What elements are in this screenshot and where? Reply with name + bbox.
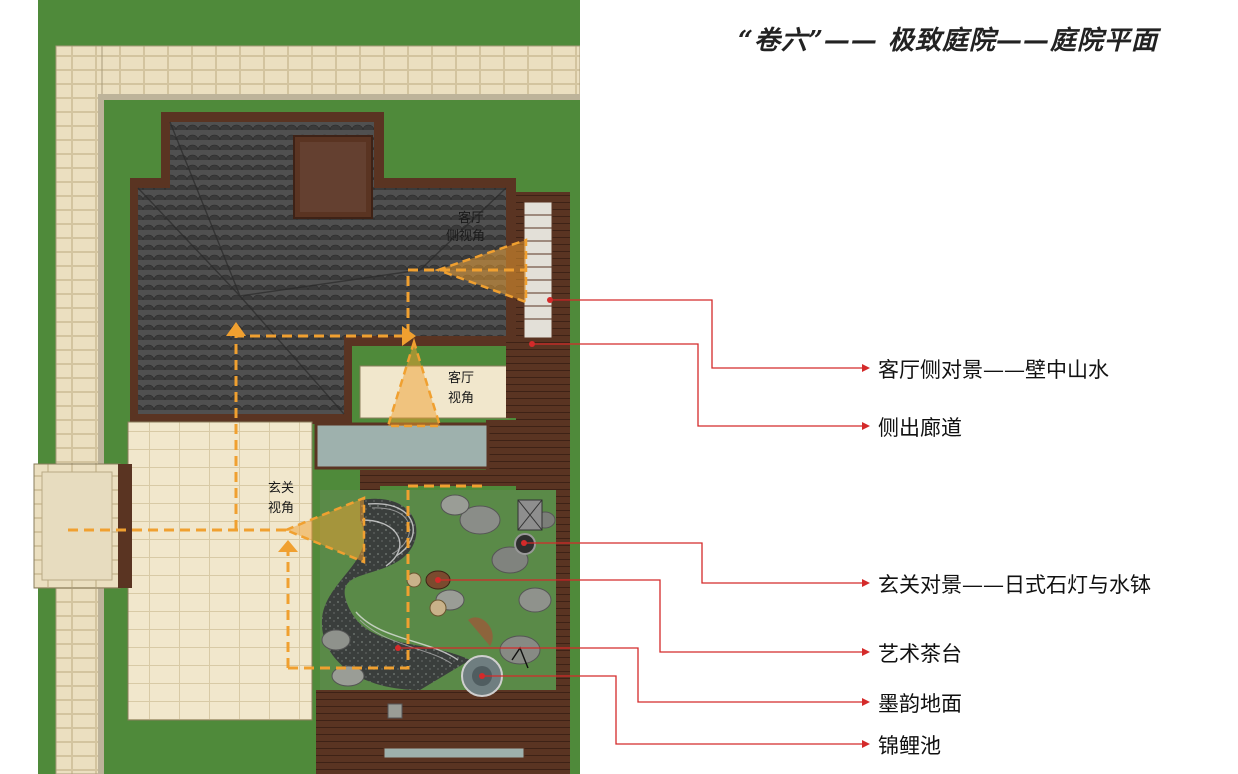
living-side-view-label-1: 客厅	[458, 210, 484, 226]
living-view-label-2: 视角	[448, 391, 474, 406]
leader-wall-landscape	[550, 299, 862, 369]
living-side-view-label-2: 侧视角	[446, 229, 485, 244]
entrance-paving	[127, 421, 313, 721]
callout-side-corridor: 侧出廊道	[878, 416, 962, 440]
tea-table-icon	[425, 570, 451, 590]
water-basin-icon	[514, 533, 536, 555]
view-cones	[282, 238, 528, 564]
callout-wall-landscape: 客厅侧对景——壁中山水	[878, 358, 1109, 382]
entry-view-label-1: 玄关	[268, 481, 294, 496]
perimeter-path	[33, 45, 580, 774]
leader-side-corridor	[532, 343, 862, 427]
house-roof	[130, 112, 520, 424]
reflecting-pool	[314, 422, 490, 470]
entry-view-label-2: 视角	[268, 501, 294, 516]
callout-tea-table: 艺术茶台	[878, 642, 962, 666]
callout-koi-pond: 锦鲤池	[878, 734, 941, 758]
living-view-label-1: 客厅	[448, 370, 474, 386]
page-title: “卷六”—— 极致庭院——庭院平面	[738, 26, 1158, 56]
callout-stone-lantern-basin: 玄关对景——日式石灯与水钵	[878, 573, 1151, 597]
callout-ink-floor: 墨韵地面	[878, 692, 962, 716]
garden-plan: 客厅 侧视角 客厅 视角 玄关 视角	[0, 0, 580, 774]
